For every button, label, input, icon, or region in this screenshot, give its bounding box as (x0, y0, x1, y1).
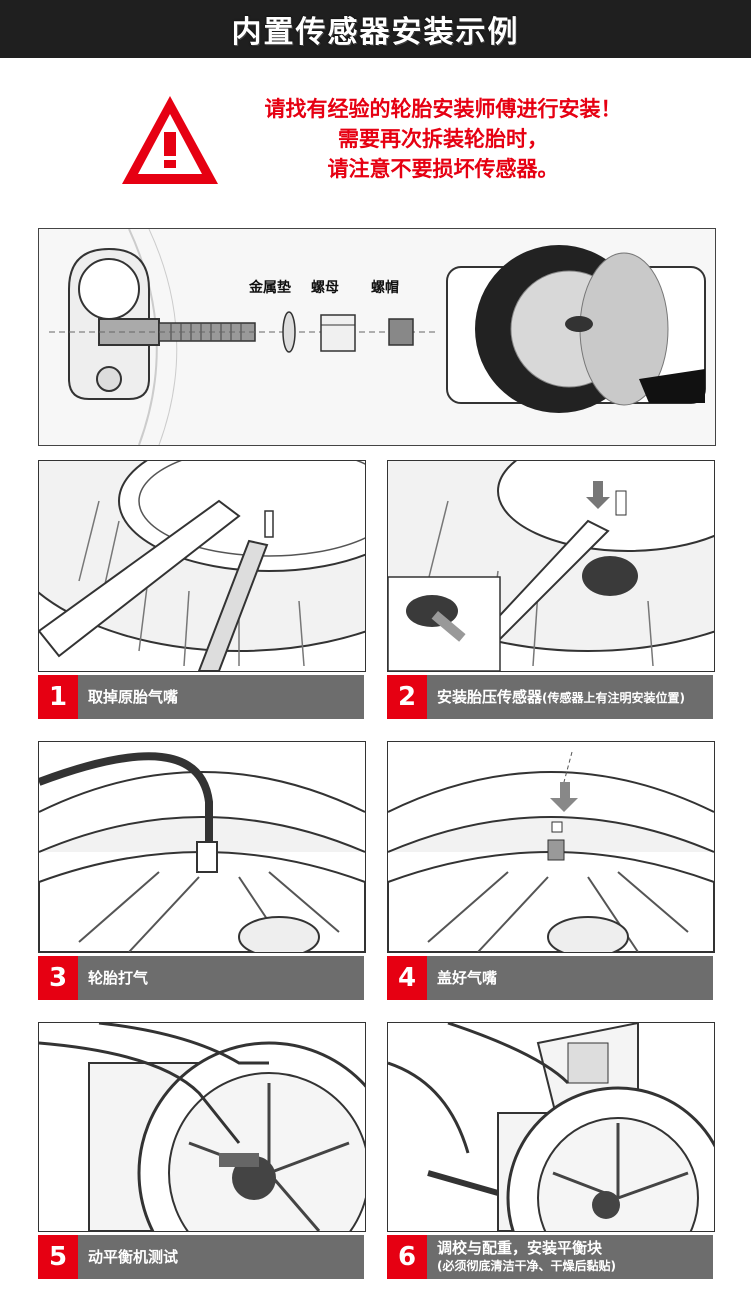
step-3-label: 轮胎打气 (88, 969, 149, 987)
step-4-label: 盖好气嘴 (437, 969, 498, 987)
warning-block: 请找有经验的轮胎安装师傅进行安装！ 需要再次拆装轮胎时， 请注意不要损坏传感器。 (110, 88, 710, 198)
step-3-number: 3 (38, 956, 78, 1000)
step-6-number: 6 (387, 1235, 427, 1279)
washer-label: 金属垫 (249, 280, 291, 296)
cap-label: 螺帽 (371, 280, 399, 296)
warning-line-1: 请找有经验的轮胎安装师傅进行安装！ (264, 97, 622, 121)
step-4-illustration (387, 741, 715, 953)
step-1-number: 1 (38, 675, 78, 719)
step-6-illustration (387, 1022, 715, 1232)
step-2-label-note: (传感器上有注明安装位置) (542, 690, 685, 705)
nut-label: 螺母 (311, 280, 339, 296)
sensor-parts-illustration (49, 229, 706, 445)
page-title: 内置传感器安装示例 (231, 15, 520, 50)
step-5-caption: 5 动平衡机测试 (38, 1235, 364, 1279)
warning-line-3: 请注意不要损坏传感器。 (327, 157, 559, 181)
step-5-illustration (38, 1022, 366, 1232)
step-1-label: 取掉原胎气嘴 (88, 688, 179, 706)
step-2-label: 安装胎压传感器(传感器上有注明安装位置) (427, 688, 685, 707)
step-4-caption: 4 盖好气嘴 (387, 956, 713, 1000)
warning-triangle-icon (122, 96, 218, 184)
page-header: 内置传感器安装示例 (0, 0, 751, 58)
warning-line-2: 需要再次拆装轮胎时， (338, 127, 548, 151)
step-6-caption: 6 调校与配重，安装平衡块 (必须彻底清洁干净、干燥后黏贴) (387, 1235, 713, 1279)
step-6-label: 调校与配重，安装平衡块 (必须彻底清洁干净、干燥后黏贴) (427, 1239, 616, 1275)
step-5-label: 动平衡机测试 (88, 1248, 179, 1266)
step-3-caption: 3 轮胎打气 (38, 956, 364, 1000)
step-2-caption: 2 安装胎压传感器(传感器上有注明安装位置) (387, 675, 713, 719)
step-2-illustration (387, 460, 715, 672)
step-2-number: 2 (387, 675, 427, 719)
step-6-label-note: (必须彻底清洁干净、干燥后黏贴) (437, 1259, 616, 1273)
step-5-number: 5 (38, 1235, 78, 1279)
warning-text: 请找有经验的轮胎安装师傅进行安装！ 需要再次拆装轮胎时， 请注意不要损坏传感器。 (218, 94, 668, 184)
step-1-illustration (38, 460, 366, 672)
step-4-number: 4 (387, 956, 427, 1000)
sensor-parts-diagram: 金属垫 螺母 螺帽 (38, 228, 716, 446)
step-3-illustration (38, 741, 366, 953)
step-2-label-main: 安装胎压传感器 (437, 687, 543, 706)
step-6-label-main: 调校与配重，安装平衡块 (437, 1239, 603, 1257)
step-1-caption: 1 取掉原胎气嘴 (38, 675, 364, 719)
